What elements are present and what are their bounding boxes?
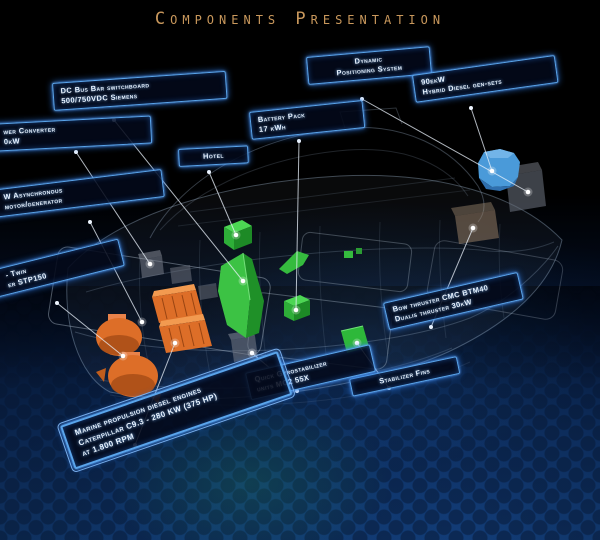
engine-2-rib-4 [198, 322, 205, 345]
engine-1-rib-3 [181, 294, 188, 317]
gray-box-3 [198, 283, 218, 300]
pod-drive-2-lower [111, 374, 155, 396]
leader-power-converter [75, 151, 151, 265]
engine-2-rib-1 [168, 327, 175, 350]
leader-battery-pack [295, 140, 300, 311]
tender-shape [279, 251, 309, 274]
switchboard-cabinet-right-face [243, 253, 264, 338]
genset-shadow [479, 177, 518, 191]
gray-box-1 [140, 256, 164, 278]
main-engine-2-top [159, 314, 205, 327]
leader-dot-label-end [297, 139, 301, 143]
leader-dot-label-end [469, 106, 473, 110]
leader-dot [293, 307, 299, 313]
leader-dc-bus-switchboard [113, 119, 244, 282]
leader-dot [233, 232, 239, 238]
gray-box-2 [170, 265, 192, 284]
leader-dot [489, 168, 495, 174]
leader-dot-label-end [429, 325, 433, 329]
leader-dot-label-end [74, 150, 78, 154]
main-engine-2 [159, 320, 212, 353]
tender-detail [344, 251, 353, 258]
leader-dot [172, 340, 178, 346]
forward-equipment-box [455, 210, 499, 244]
leader-asynchronous-motor-generator [89, 221, 143, 323]
leader-dot [470, 225, 476, 231]
leader-dot [525, 189, 531, 195]
engine-1-rib-4 [190, 292, 197, 315]
leader-dot [147, 261, 153, 267]
label-line: Caterpillar C9.3 - 280 KW (375 HP) [77, 391, 219, 448]
pod-drive-1-lower [99, 335, 139, 355]
gray-box-1-top [138, 250, 162, 260]
hotel-box-top [224, 220, 252, 233]
engine-1-rib-1 [161, 297, 168, 320]
engine-2-rib-2 [178, 325, 185, 348]
leader-dot [249, 350, 255, 356]
leader-dot [120, 353, 126, 359]
highlighted-components [96, 149, 546, 404]
leader-dynamic-positioning-system [361, 98, 529, 193]
gyro-unit-box [231, 336, 258, 362]
battery-box-front [284, 301, 294, 321]
leader-dot [240, 278, 246, 284]
genset-top [484, 149, 514, 158]
hotel-box-front [224, 227, 234, 250]
switchboard-cabinet-left-face [218, 253, 250, 338]
forward-equipment-box-top [451, 202, 495, 216]
engine-2-rib-3 [188, 324, 195, 347]
genset-body [478, 149, 520, 187]
main-engine-1 [152, 290, 203, 323]
leader-dot-label-end [295, 389, 299, 393]
switchboard-cabinet-edge [242, 252, 251, 301]
battery-box-top [284, 295, 310, 306]
leader-dot [139, 319, 145, 325]
leader-dot-label-end [207, 170, 211, 174]
pod-fin-1 [96, 368, 106, 382]
leader-hotel [208, 171, 237, 236]
stabilizer-fin-edge [340, 325, 364, 332]
engine-1-rib-2 [171, 295, 178, 318]
label-hotel: Hotel [178, 145, 249, 168]
leader-dot-label-end [360, 97, 364, 101]
leader-dot-label-end [55, 301, 59, 305]
label-line: Hotel [202, 150, 224, 161]
leader-hybrid-gensets [470, 107, 493, 172]
leader-dot-label-end [88, 220, 92, 224]
tender-detail-2 [356, 248, 362, 254]
teal-glow [150, 200, 590, 470]
leader-twin-stp150 [56, 302, 124, 357]
main-engine-1-top [152, 284, 196, 297]
presentation-title: Components Presentation [154, 9, 446, 29]
leader-dot [354, 340, 360, 346]
hotel-box-side [234, 226, 252, 250]
battery-box-side [294, 300, 310, 321]
